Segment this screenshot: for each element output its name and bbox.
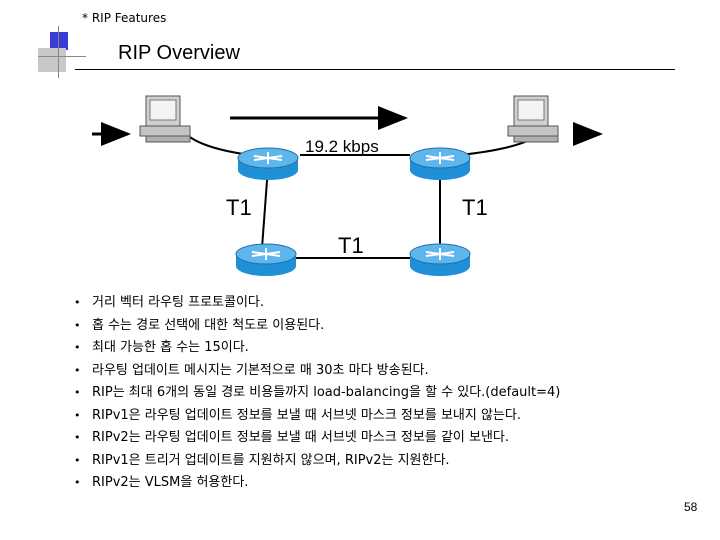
bullet-icon: •: [74, 341, 81, 354]
list-item: •최대 가능한 홉 수는 15이다.: [70, 337, 690, 360]
bullet-icon: •: [74, 453, 81, 467]
link-speed-label: 19.2 kbps: [305, 137, 379, 156]
page-title: RIP Overview: [118, 42, 240, 64]
link-pc-left-router: [184, 132, 251, 156]
router-top-right-icon: [409, 147, 471, 180]
network-diagram: [92, 95, 603, 276]
link-t1-left: [261, 166, 269, 249]
feature-list: •거리 벡터 라우팅 프로토콜이다. •홉 수는 경로 선택에 대한 척도로 이…: [70, 292, 690, 495]
pc-left-icon: [139, 95, 191, 143]
router-top-left-icon: [237, 147, 299, 180]
list-item: •RIP는 최대 6개의 동일 경로 비용들까지 load-balancing을…: [70, 382, 690, 405]
section-note: * RIP Features: [82, 11, 167, 25]
page-number: 58: [684, 500, 698, 514]
router-bottom-right-icon: [409, 243, 471, 276]
list-item: •홉 수는 경로 선택에 대한 척도로 이용된다.: [70, 315, 690, 338]
bullet-icon: •: [74, 318, 81, 332]
list-item: •거리 벡터 라우팅 프로토콜이다.: [70, 292, 690, 315]
list-item: •RIPv1은 트리거 업데이트를 지원하지 않으며, RIPv2는 지원한다.: [70, 450, 690, 473]
t1-label-right: T1: [462, 195, 488, 220]
bullet-icon: •: [74, 386, 81, 399]
title-divider: [75, 69, 675, 70]
bullet-icon: •: [74, 363, 81, 377]
t1-label-left: T1: [226, 195, 252, 220]
list-item: •RIPv2는 라우팅 업데이트 정보를 보낼 때 서브넷 마스크 정보를 같이…: [70, 427, 690, 450]
bullet-icon: •: [74, 296, 81, 309]
list-item: •RIPv1은 라우팅 업데이트 정보를 보낼 때 서브넷 마스크 정보를 보내…: [70, 405, 690, 428]
bullet-icon: •: [74, 408, 81, 422]
router-bottom-left-icon: [235, 243, 297, 276]
list-item: •라우팅 업데이트 메시지는 기본적으로 매 30초 마다 방송된다.: [70, 360, 690, 383]
t1-label-bottom: T1: [338, 233, 364, 258]
pc-right-icon: [507, 95, 559, 143]
title-decoration: [38, 26, 86, 78]
list-item: •RIPv2는 VLSM을 허용한다.: [70, 472, 690, 495]
bullet-icon: •: [74, 476, 81, 489]
bullet-icon: •: [74, 431, 81, 444]
